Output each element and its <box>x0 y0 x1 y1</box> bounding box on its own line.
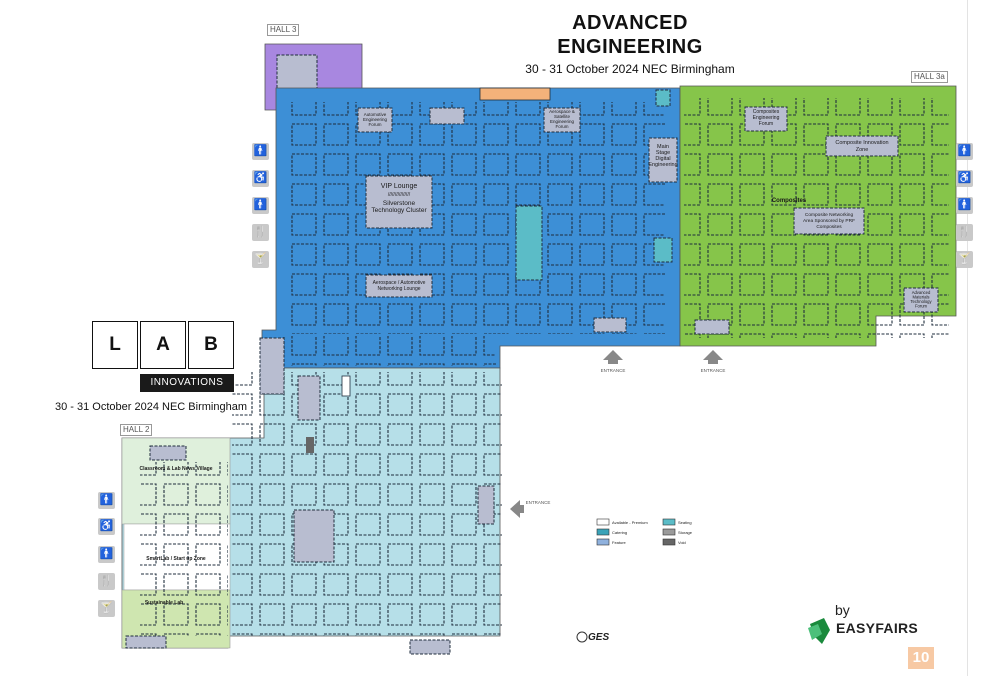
smartlab-label: SmartLab / Start up Zone <box>146 556 206 562</box>
easyfairs-logo: EASYFAIRS <box>836 620 919 636</box>
ges-logo: GES <box>588 632 610 643</box>
vip-divider: //////////////// <box>388 192 411 198</box>
wheelchair-icon: ♿ <box>252 170 269 187</box>
entrance-arrow-3 <box>510 500 524 518</box>
sustainable-lab-label: Sustainable Lab <box>145 600 183 606</box>
wheelchair-icon: ♿ <box>98 518 115 535</box>
restaurant-icon: 🍴 <box>956 224 973 241</box>
legend-label-void: Void <box>678 540 686 545</box>
toilet-icon: 🚹 <box>956 197 973 214</box>
wheelchair-icon: ♿ <box>956 170 973 187</box>
restaurant-icon: 🍴 <box>98 573 115 590</box>
event-date: 30 - 31 October 2024 NEC Birmingham <box>525 62 735 76</box>
legend-label-catering: Catering <box>612 530 627 535</box>
toilet-icon: 🚹 <box>98 546 115 563</box>
lab-innovations-banner: INNOVATIONS <box>140 374 234 392</box>
by-label: by <box>835 602 850 618</box>
hall-3-tag: HALL 3 <box>267 24 300 36</box>
hall-3a-tag: HALL 3a <box>911 71 948 83</box>
classroom-village-label: Classroom & Lab News Village <box>140 466 213 472</box>
toilet-icon: 🚹 <box>252 143 269 160</box>
toilet-icon: 🚹 <box>98 492 115 509</box>
composites-zone-label: Composites <box>772 198 807 204</box>
page-title-line1: ADVANCED <box>572 12 688 34</box>
vip-lounge-label: VIP Lounge <box>381 183 418 190</box>
legend <box>596 518 676 546</box>
bar-icon: 🍸 <box>252 251 269 268</box>
lab-letter-a: A <box>140 321 186 369</box>
toilet-icon: 🚹 <box>252 197 269 214</box>
page-border <box>967 0 968 676</box>
entrance-arrow-1 <box>603 350 623 364</box>
lab-letter-b: B <box>188 321 234 369</box>
legend-label-feature: Feature <box>612 540 627 545</box>
entrance-arrow-2 <box>703 350 723 364</box>
legend-label-storage: Storage <box>678 530 693 535</box>
entrance-label-1: ENTRANCE <box>601 368 626 373</box>
entrance-label-3: ENTRANCE <box>526 500 551 505</box>
lab-event-date: 30 - 31 October 2024 NEC Birmingham <box>55 401 247 413</box>
hall-2-tag: HALL 2 <box>120 424 153 436</box>
lab-letter-l: L <box>92 321 138 369</box>
page-title-line2: ENGINEERING <box>557 36 703 58</box>
legend-label-premium: Available - Premium <box>612 520 648 525</box>
toilet-icon: 🚹 <box>956 143 973 160</box>
bar-icon: 🍸 <box>98 600 115 617</box>
page-number: 10 <box>908 647 934 669</box>
legend-label-seating: Seating <box>678 520 692 525</box>
restaurant-icon: 🍴 <box>252 224 269 241</box>
bar-icon: 🍸 <box>956 251 973 268</box>
entrance-label-2: ENTRANCE <box>701 368 726 373</box>
